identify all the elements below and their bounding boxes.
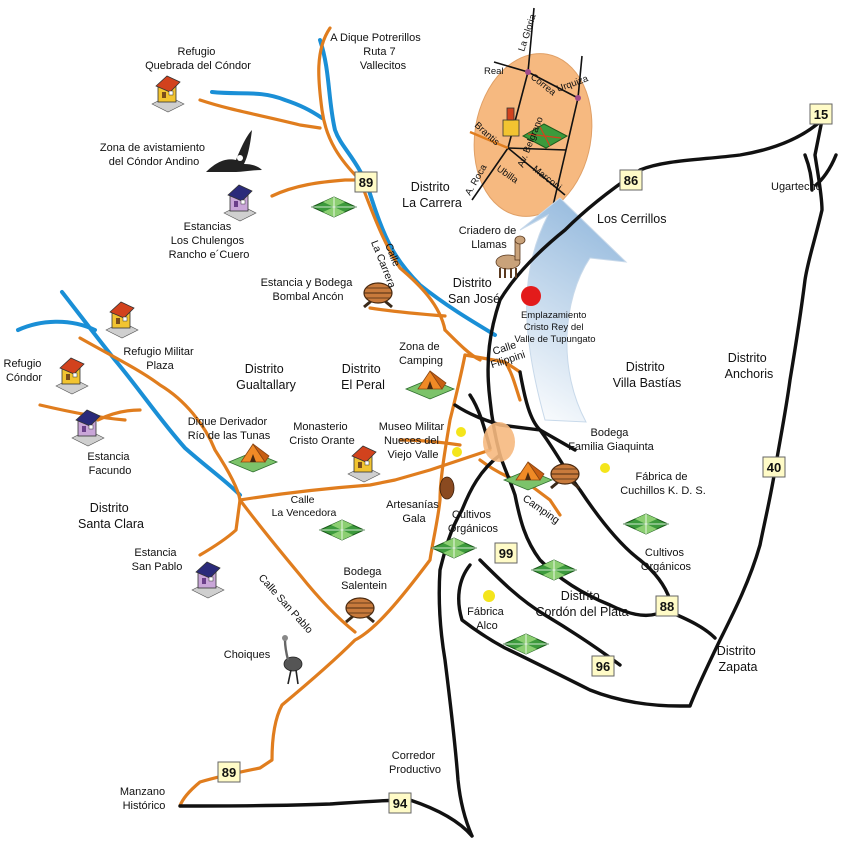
route-shield-94: 94 — [388, 792, 412, 814]
choique-icon — [282, 635, 303, 685]
estancias-chulengos-house-icon — [223, 184, 257, 222]
refugio-quebrada-house-icon — [151, 75, 185, 113]
district-gualtallary: Distrito Gualtallary — [236, 362, 296, 392]
street-calle-la-vencedora: Calle La Vencedora — [272, 494, 337, 519]
svg-text:96: 96 — [596, 659, 610, 674]
field-icon — [319, 519, 365, 541]
svg-text:40: 40 — [767, 460, 781, 475]
rivers — [16, 38, 497, 497]
field-icon — [531, 559, 577, 581]
district-anchoris: Distrito Anchoris — [725, 351, 774, 381]
district-san-jose: Distrito San José — [448, 276, 500, 306]
artesanias-vase-icon — [439, 476, 455, 500]
refugio-militar-label: Refugio Militar Plaza — [123, 346, 196, 372]
church-icon — [502, 107, 520, 137]
field-icon — [311, 196, 357, 218]
refugio-militar-house-icon — [105, 301, 139, 339]
route-shield-15: 15 — [809, 103, 833, 125]
zona-condor-label: Zona de avistamiento del Cóndor Andino — [100, 142, 208, 168]
cultivos-organicos-label-center: Cultivos Orgánicos — [448, 509, 499, 535]
museo-marker — [452, 447, 462, 457]
corredor-productivo-label: Corredor Productivo — [389, 750, 441, 776]
svg-text:15: 15 — [814, 107, 828, 122]
fabrica-alco-marker — [483, 590, 495, 602]
district-zapata: Distrito Zapata — [717, 644, 759, 674]
dique-derivador-label: Dique Derivador Río de las Tunas — [188, 416, 271, 442]
monasterio-building-icon — [347, 445, 381, 483]
emplazamiento-marker — [521, 286, 541, 306]
condor-icon — [206, 130, 262, 172]
llama-icon — [495, 235, 526, 278]
plaza-icon — [521, 123, 569, 149]
zona-camping-label: Zona de Camping — [399, 341, 443, 367]
svg-text:89: 89 — [222, 765, 236, 780]
fabrica-cuchillos-marker — [600, 463, 610, 473]
refugio-quebrada-label: Refugio Quebrada del Cóndor — [145, 46, 251, 72]
estancia-facundo-house-icon — [71, 409, 105, 447]
district-cordon-del-plata: Distrito Cordón del Plata — [535, 589, 628, 619]
estancia-san-pablo-house-icon — [191, 561, 225, 599]
estancia-san-pablo-label: Estancia San Pablo — [132, 547, 183, 573]
field-icon — [431, 537, 477, 559]
museo-militar-label: Museo Militar Nueces del Viejo Valle — [379, 421, 447, 461]
town-center-inset — [469, 7, 593, 217]
ugarteche-label: Ugarteche — [771, 181, 822, 193]
estancia-bombal-label: Estancia y Bodega Bombal Ancón — [261, 277, 356, 303]
route-shield-89-south: 89 — [217, 761, 241, 783]
choiques-label: Choiques — [224, 649, 271, 661]
refugio-condor-label: Refugio Cóndor — [4, 358, 45, 384]
inset-street-la-gloria: La Gloria — [516, 12, 539, 53]
giaquinta-barrel-icon — [549, 462, 581, 490]
svg-text:89: 89 — [359, 175, 373, 190]
svg-text:94: 94 — [393, 796, 408, 811]
camping-tent-icon — [405, 370, 455, 400]
svg-text:86: 86 — [624, 173, 638, 188]
town-center-marker — [483, 422, 515, 462]
bodega-salentein-label: Bodega Salentein — [341, 566, 387, 592]
route-shield-99: 99 — [494, 542, 518, 564]
district-el-peral: Distrito El Peral — [341, 362, 385, 392]
route-shield-89-north: 89 — [354, 171, 378, 193]
svg-text:88: 88 — [660, 599, 674, 614]
monasterio-label: Monasterio Cristo Orante — [289, 421, 354, 447]
cultivos-organicos-label-east: Cultivos Orgánicos — [641, 547, 692, 573]
route-shield-88: 88 — [655, 595, 679, 617]
los-cerrillos-label: Los Cerrillos — [597, 212, 666, 226]
inset-street-real: Real — [484, 66, 504, 77]
secondary-roads — [38, 26, 562, 808]
estancias-chulengos-label: Estancias Los Chulengos Rancho e´Cuero — [169, 221, 250, 261]
bodega-giaquinta-label: Bodega Familia Giaquinta — [568, 427, 654, 453]
artesanias-label: Artesanías Gala — [386, 499, 442, 525]
estancia-facundo-label: Estancia Facundo — [87, 451, 132, 477]
salentein-barrel-icon — [344, 596, 376, 624]
fabrica-cuchillos-label: Fábrica de Cuchillos K. D. S. — [620, 471, 706, 497]
field-icon — [623, 513, 669, 535]
dique-tent-icon — [228, 443, 278, 473]
dique-potrerillos-label: A Dique Potrerillos Ruta 7 Vallecitos — [330, 32, 424, 72]
museo-marker — [456, 427, 466, 437]
district-villa-bastias: Distrito Villa Bastías — [613, 360, 682, 390]
manzano-historico-label: Manzano Histórico — [120, 786, 168, 812]
route-shield-86: 86 — [619, 169, 643, 191]
svg-text:99: 99 — [499, 546, 513, 561]
zoom-arrow — [519, 197, 628, 423]
street-calle-la-carrera: Calle La Carrera — [368, 234, 409, 290]
district-santa-clara: Distrito Santa Clara — [78, 501, 144, 531]
district-la-carrera: Distrito La Carrera — [402, 180, 462, 210]
criadero-llamas-label: Criadero de Llamas — [459, 225, 520, 251]
fabrica-alco-label: Fábrica Alco — [467, 606, 507, 632]
emplazamiento-label: Emplazamiento Cristo Rey del Valle de Tu… — [514, 310, 595, 345]
route-shield-40: 40 — [762, 456, 786, 478]
route-shield-96: 96 — [591, 655, 615, 677]
refugio-condor-house-icon — [55, 357, 89, 395]
